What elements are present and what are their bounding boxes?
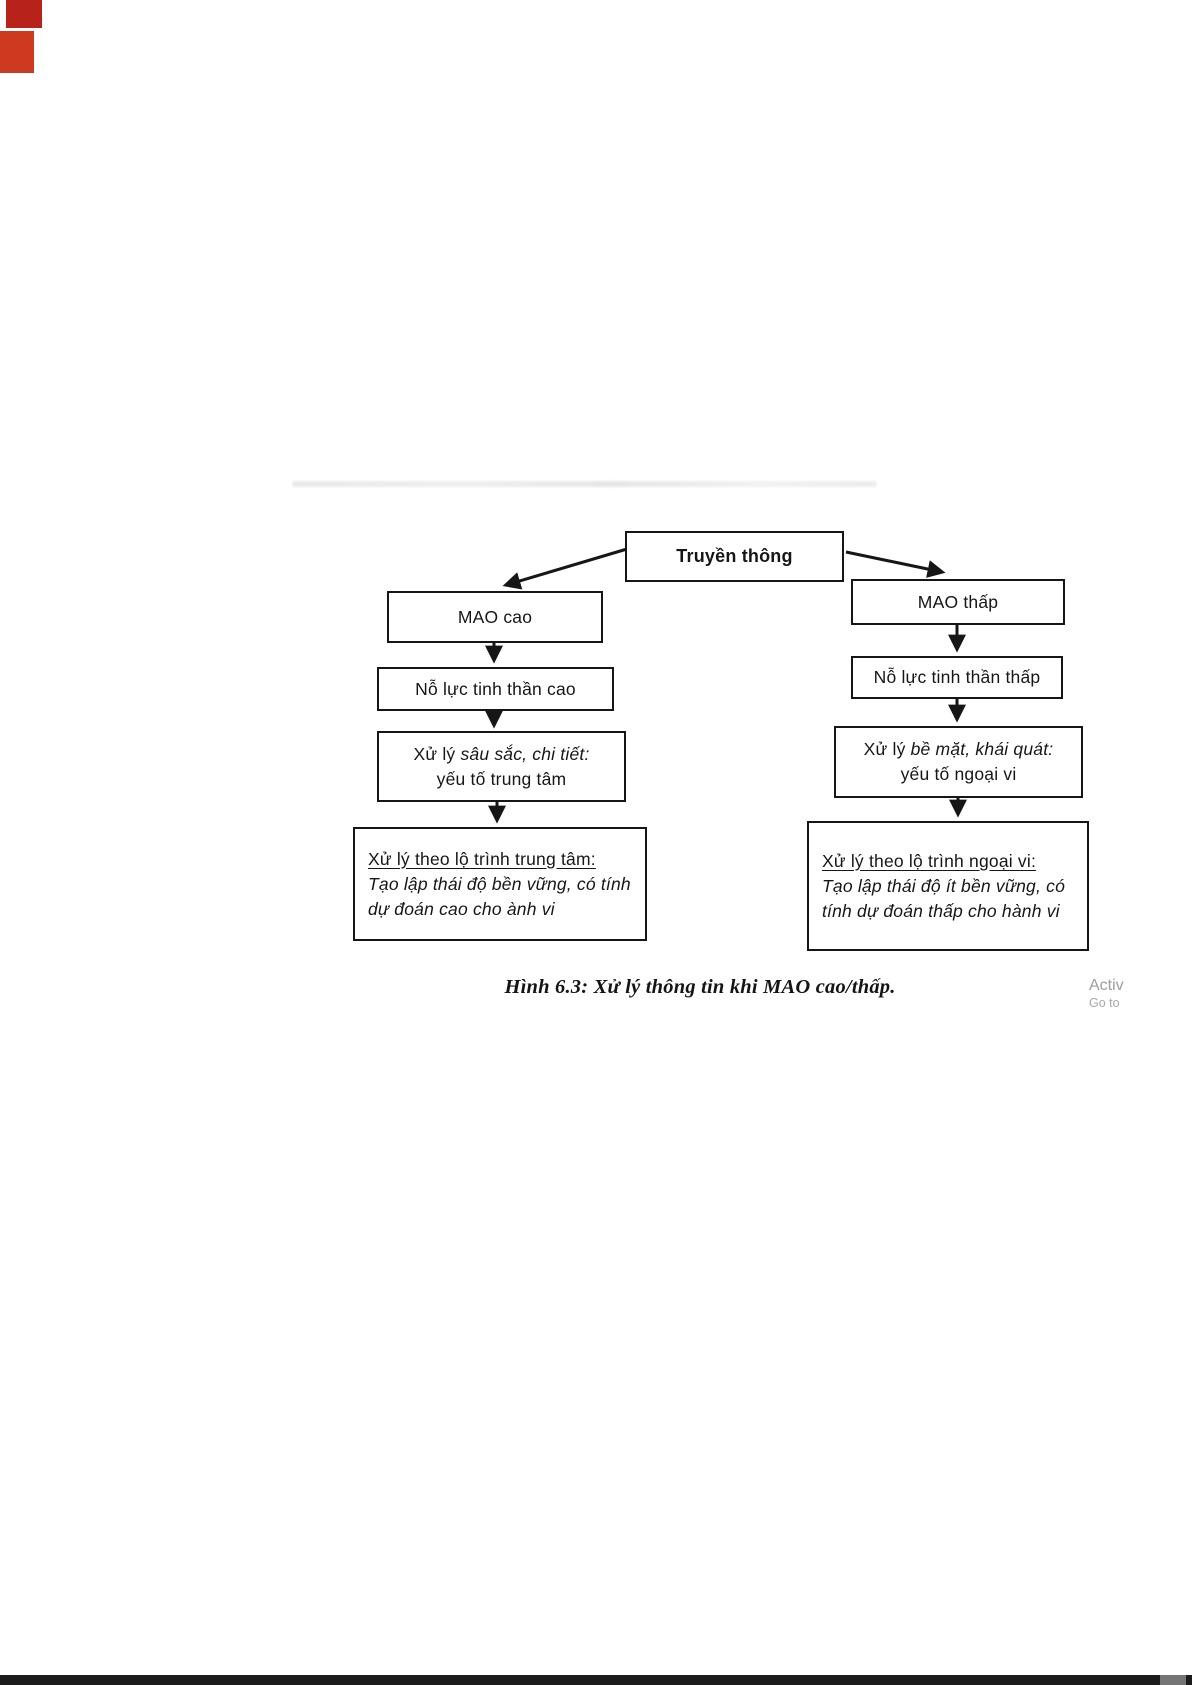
node-xu-ly-sau-sac: Xử lý sâu sắc, chi tiết: yếu tố trung tâ… — [377, 731, 626, 802]
node-mao-cao-label: MAO cao — [457, 606, 533, 627]
os-watermark-line2: Go to — [1089, 996, 1120, 1010]
node-lo-trinh-trung-tam: Xử lý theo lộ trình trung tâm: Tạo lập t… — [353, 827, 647, 941]
node-no-luc-tinh-than-thap-label: Nỗ lực tinh thần thấp — [873, 667, 1041, 687]
node-truyen-thong-label: Truyền thông — [676, 546, 793, 566]
scan-artifact-red-block-top — [6, 0, 42, 28]
node-xu-ly-be-mat-line1: Xử lý bề mặt, khái quát: — [864, 737, 1054, 762]
scan-artifact-bottom-bar — [0, 1675, 1192, 1685]
node-lo-trinh-trung-tam-body: Tạo lập thái độ bền vững, có tính dự đoá… — [368, 873, 631, 919]
node-mao-cao: MAO cao — [387, 591, 603, 643]
node-xu-ly-sau-sac-line1: Xử lý sâu sắc, chi tiết: — [413, 742, 589, 767]
node-mao-thap: MAO thấp — [851, 579, 1065, 625]
figure-caption: Hình 6.3: Xử lý thông tin khi MAO cao/th… — [504, 976, 896, 998]
node-xu-ly-sau-sac-italic: sâu sắc, chi tiết: — [460, 743, 590, 764]
node-no-luc-tinh-than-cao: Nỗ lực tinh thần cao — [377, 667, 614, 711]
node-xu-ly-be-mat-prefix: Xử lý — [863, 739, 911, 759]
node-xu-ly-be-mat: Xử lý bề mặt, khái quát: yếu tố ngoại vi — [834, 726, 1083, 798]
node-mao-thap-label: MAO thấp — [917, 591, 999, 612]
node-lo-trinh-ngoai-vi-body: Tạo lập thái độ ít bền vững, có tính dự … — [822, 875, 1065, 921]
node-lo-trinh-ngoai-vi: Xử lý theo lộ trình ngoại vi: Tạo lập th… — [807, 821, 1089, 951]
node-xu-ly-sau-sac-line2: yếu tố trung tâm — [436, 768, 567, 789]
node-lo-trinh-trung-tam-heading: Xử lý theo lộ trình trung tâm: — [368, 848, 596, 869]
arrow-root-to-mao-thap — [845, 550, 946, 578]
node-lo-trinh-ngoai-vi-heading: Xử lý theo lộ trình ngoại vi: — [822, 850, 1037, 871]
os-watermark-line1: Activ — [1089, 977, 1124, 994]
os-watermark-fragment: Activ Go to — [1089, 976, 1124, 1011]
node-no-luc-tinh-than-cao-label: Nỗ lực tinh thần cao — [415, 678, 576, 699]
scan-artifact-streak — [292, 481, 877, 487]
scan-artifact-bottom-bar-tip — [1160, 1675, 1186, 1685]
node-xu-ly-be-mat-line2: yếu tố ngoại vi — [900, 764, 1017, 784]
scan-artifact-red-block-bottom — [0, 31, 34, 73]
node-xu-ly-sau-sac-prefix: Xử lý — [413, 743, 461, 764]
arrow-root-to-mao-cao — [502, 547, 628, 590]
node-no-luc-tinh-than-thap: Nỗ lực tinh thần thấp — [851, 656, 1063, 699]
node-xu-ly-be-mat-italic: bề mặt, khái quát: — [910, 739, 1054, 759]
node-truyen-thong: Truyền thông — [625, 531, 844, 582]
